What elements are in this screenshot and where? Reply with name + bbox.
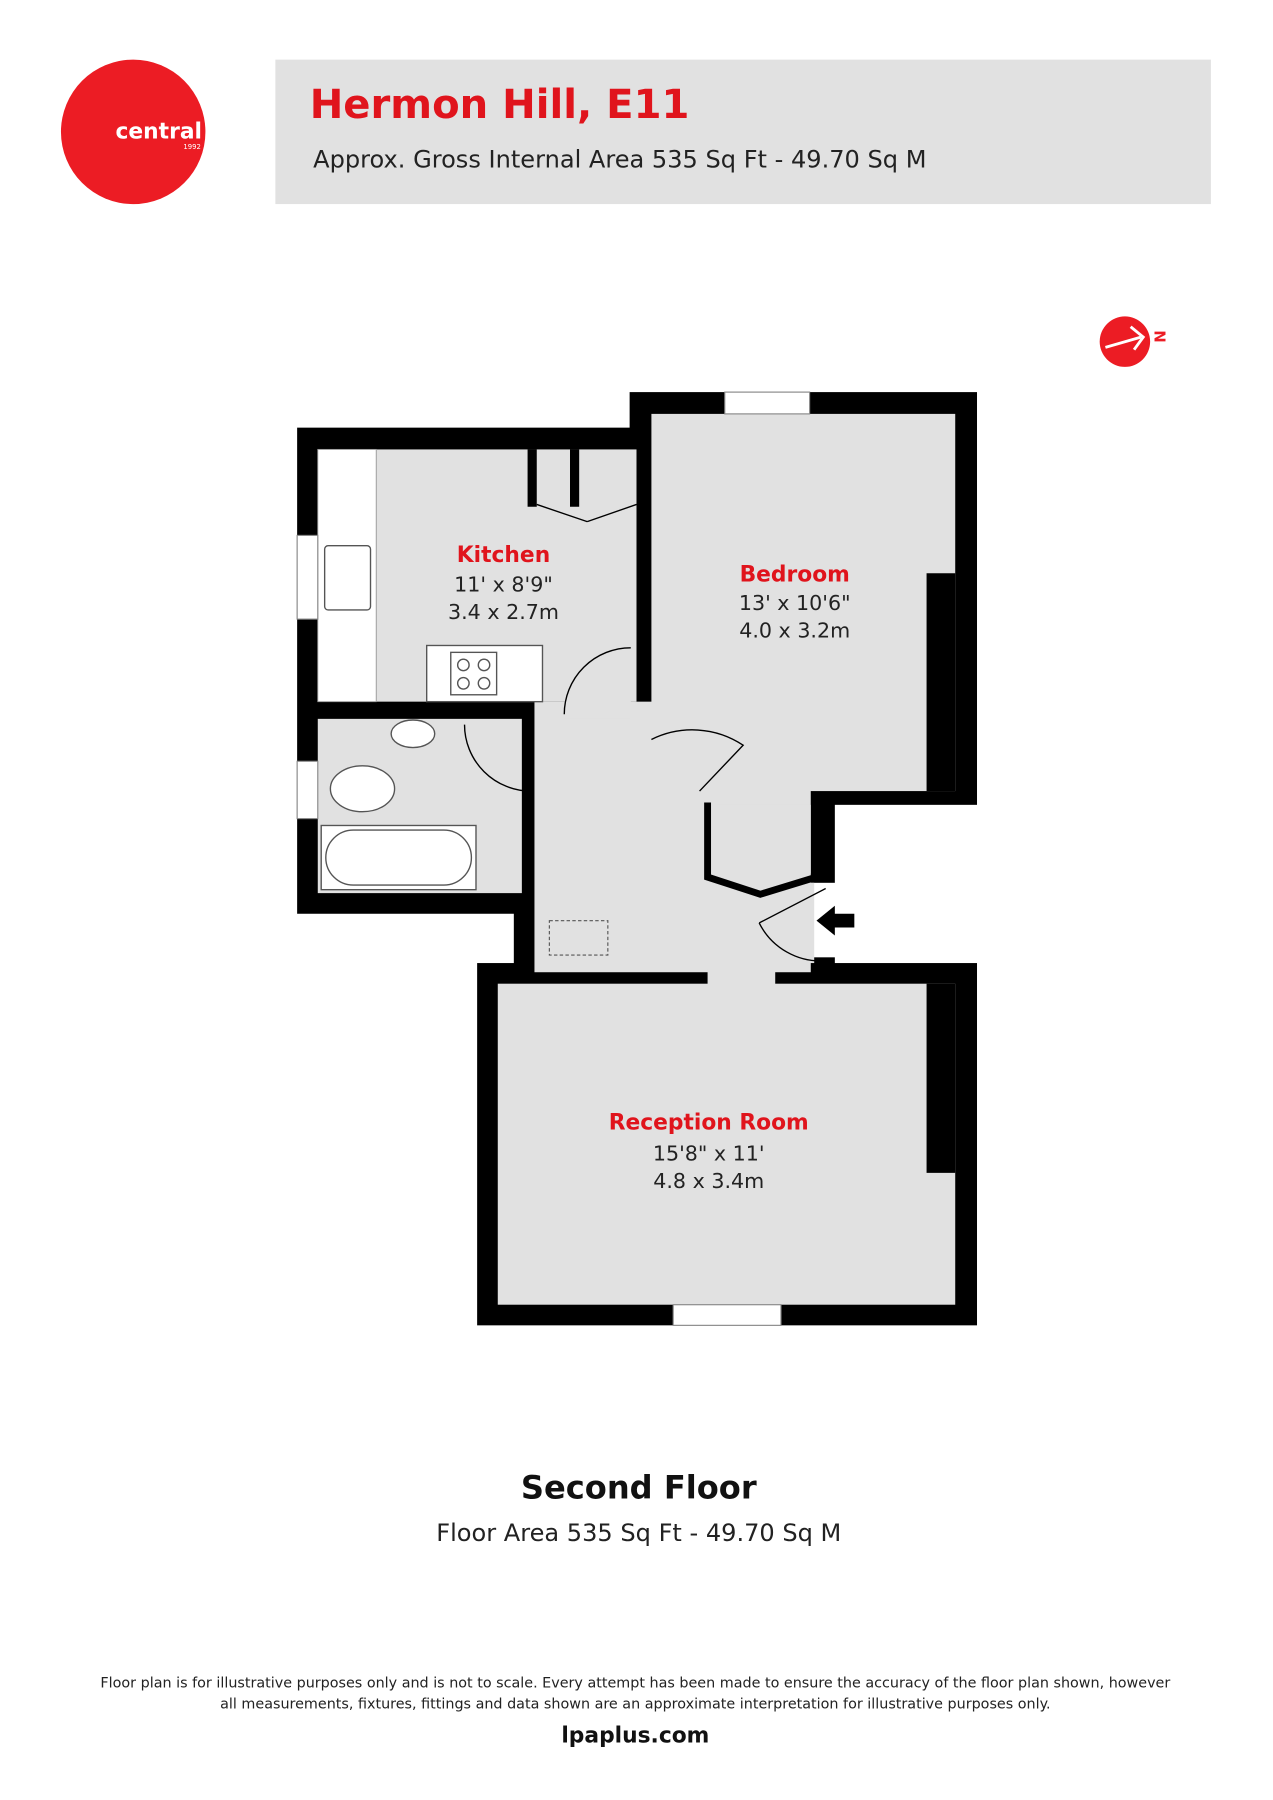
- website-link[interactable]: lpaplus.com: [561, 1724, 709, 1749]
- toilet-icon: [329, 765, 396, 813]
- svg-text:central: central: [116, 120, 202, 145]
- window: [296, 534, 319, 620]
- svg-text:4.0 x 3.2m: 4.0 x 3.2m: [739, 618, 850, 642]
- floor-plan: [296, 391, 978, 1326]
- disclaimer-line-1: Floor plan is for illustrative purposes …: [100, 1676, 1170, 1692]
- entrance-arrow-icon: [816, 905, 855, 936]
- room-label-kitchen: Kitchen 11' x 8'9" 3.4 x 2.7m: [448, 543, 559, 624]
- disclaimer-line-2: all measurements, fixtures, fittings and…: [220, 1696, 1050, 1712]
- central-logo: central 1992: [60, 59, 206, 205]
- kitchen-door: [563, 647, 631, 715]
- svg-text:N: N: [1151, 330, 1169, 342]
- entrance-door: [758, 887, 826, 962]
- svg-text:4.8 x 3.4m: 4.8 x 3.4m: [653, 1169, 764, 1193]
- sink-icon: [323, 545, 372, 611]
- svg-text:1992: 1992: [183, 143, 200, 151]
- reception-area: [497, 983, 956, 1305]
- floor-area: Floor Area 535 Sq Ft - 49.70 Sq M: [436, 1519, 841, 1547]
- svg-text:Kitchen: Kitchen: [457, 543, 550, 568]
- window: [296, 760, 319, 820]
- window: [724, 391, 811, 415]
- room-label-bedroom: Bedroom 13' x 10'6" 4.0 x 3.2m: [739, 562, 851, 642]
- svg-text:15'8" x 11': 15'8" x 11': [653, 1141, 765, 1165]
- north-arrow-icon: N: [1099, 316, 1169, 367]
- svg-text:Bedroom: Bedroom: [740, 562, 850, 587]
- svg-text:13' x 10'6": 13' x 10'6": [739, 591, 851, 615]
- svg-text:Reception Room: Reception Room: [609, 1110, 809, 1135]
- floor-name: Second Floor: [521, 1468, 757, 1506]
- svg-text:3.4 x 2.7m: 3.4 x 2.7m: [448, 600, 559, 624]
- bathroom-door: [463, 724, 532, 792]
- room-label-reception: Reception Room 15'8" x 11' 4.8 x 3.4m: [609, 1110, 809, 1192]
- property-title: Hermon Hill, E11: [310, 82, 690, 128]
- basin-icon: [390, 719, 436, 749]
- window: [672, 1304, 782, 1326]
- svg-text:11' x 8'9": 11' x 8'9": [454, 573, 553, 597]
- gross-area: Approx. Gross Internal Area 535 Sq Ft - …: [313, 145, 926, 173]
- loft-hatch: [548, 920, 609, 956]
- hob-icon: [450, 651, 498, 696]
- bedroom-door: [651, 729, 745, 792]
- header-banner: [275, 59, 1211, 205]
